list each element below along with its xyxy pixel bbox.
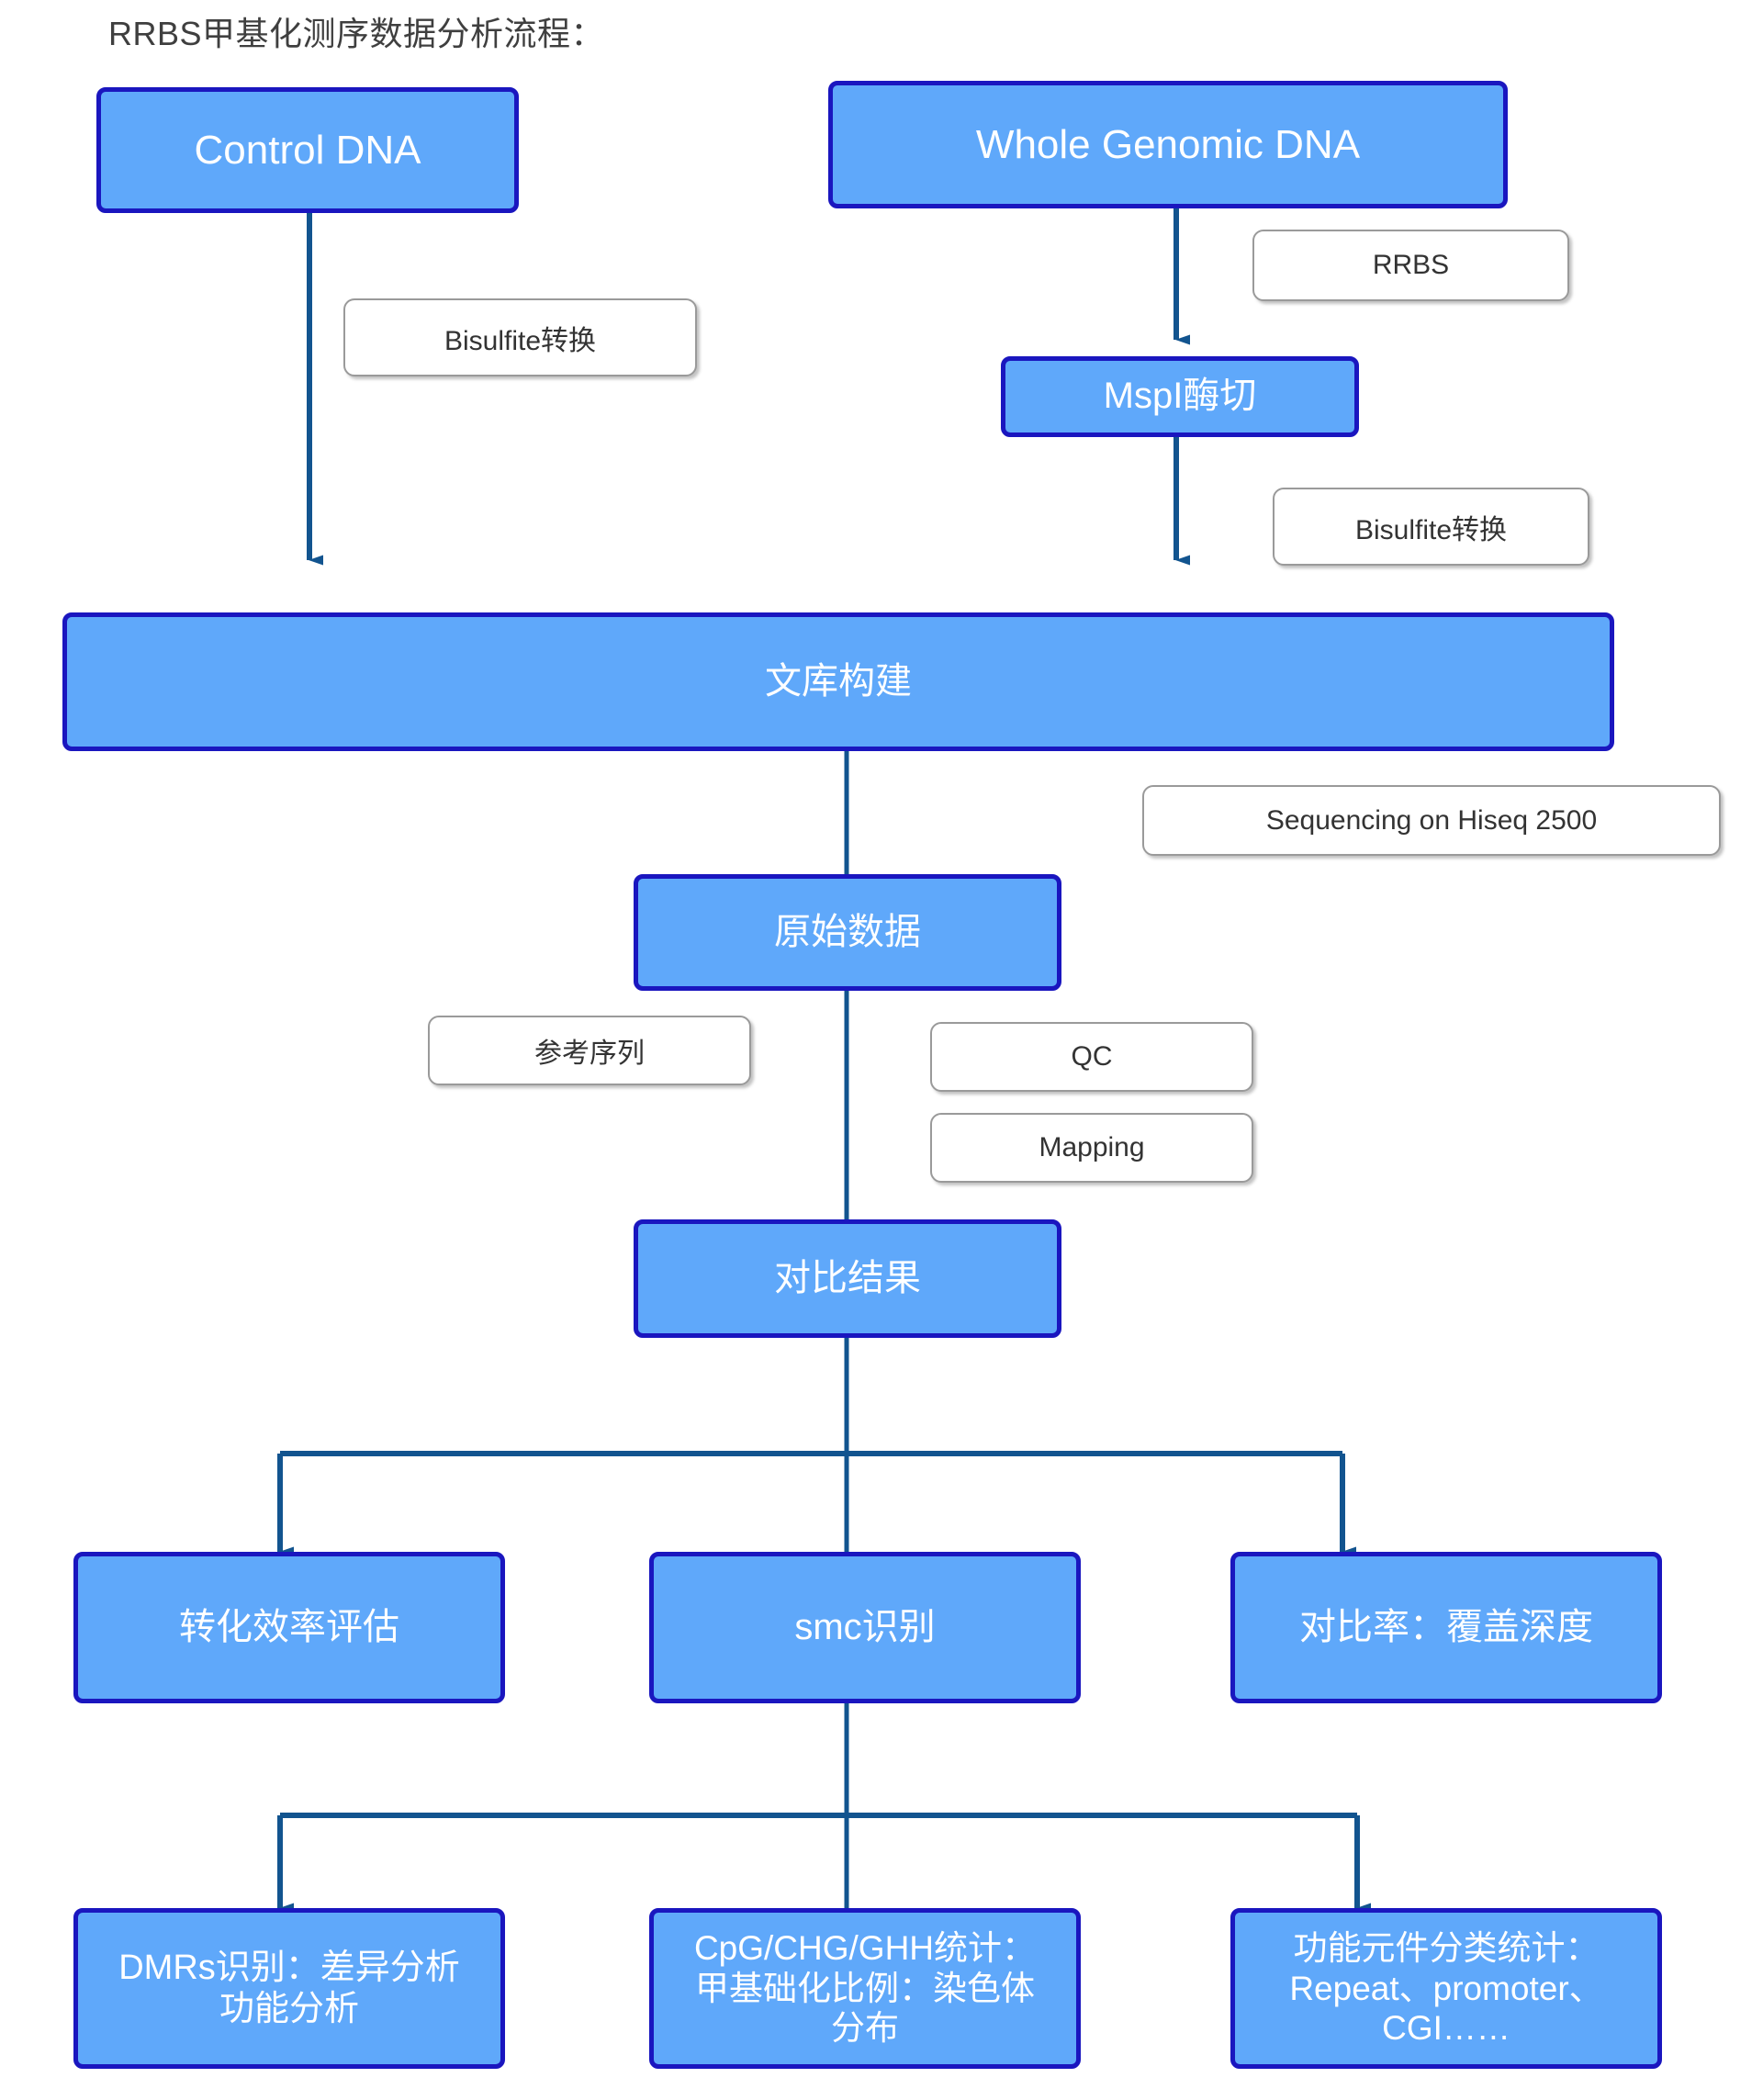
- node-cpg-statistics[interactable]: CpG/CHG/GHH统计： 甲基础化比例：染色体 分布: [649, 1908, 1081, 2069]
- callout-mapping[interactable]: Mapping: [930, 1113, 1253, 1183]
- callout-rrbs[interactable]: RRBS: [1252, 230, 1569, 301]
- callout-label: RRBS: [1372, 250, 1450, 280]
- node-mapping-rate-depth[interactable]: 对比率：覆盖深度: [1230, 1552, 1662, 1703]
- node-label-line-1: DMRs识别：差异分析: [118, 1948, 460, 1987]
- callout-reference-sequence[interactable]: 参考序列: [428, 1016, 751, 1085]
- node-label: 文库构建: [765, 660, 912, 702]
- node-label: 转化效率评估: [179, 1606, 399, 1647]
- node-conversion-efficiency[interactable]: 转化效率评估: [73, 1552, 505, 1703]
- node-label: 对比结果: [774, 1257, 921, 1298]
- node-label-line-3: 分布: [831, 2009, 899, 2048]
- node-label: Whole Genomic DNA: [975, 121, 1361, 167]
- callout-label: Mapping: [1039, 1132, 1145, 1162]
- node-smc-identification[interactable]: smc识别: [649, 1552, 1081, 1703]
- node-alignment-result[interactable]: 对比结果: [634, 1219, 1061, 1338]
- node-label-line-2: 甲基础化比例：染色体: [695, 1969, 1035, 2007]
- node-label-line-2: Repeat、promoter、: [1289, 1969, 1603, 2007]
- node-label: Control DNA: [194, 127, 421, 173]
- callout-sequencing-hiseq[interactable]: Sequencing on Hiseq 2500: [1142, 785, 1721, 856]
- node-control-dna[interactable]: Control DNA: [96, 87, 519, 213]
- callout-label: Sequencing on Hiseq 2500: [1265, 804, 1598, 836]
- node-label-line-1: CpG/CHG/GHH统计：: [693, 1929, 1037, 1968]
- callout-label: QC: [1071, 1041, 1113, 1072]
- node-label-line-3: CGI……: [1382, 2009, 1510, 2048]
- page-title: RRBS甲基化测序数据分析流程：: [108, 15, 605, 52]
- callout-label: Bisulfite转换: [444, 325, 597, 356]
- node-label: 原始数据: [774, 911, 921, 952]
- node-dmrs-identification[interactable]: DMRs识别：差异分析 功能分析: [73, 1908, 505, 2069]
- node-label: 对比率：覆盖深度: [1299, 1606, 1593, 1647]
- node-label: MspI酶切: [1103, 376, 1257, 417]
- node-label-line-2: 功能分析: [219, 1989, 359, 2028]
- callout-label: 参考序列: [534, 1039, 645, 1069]
- node-mspi-digestion[interactable]: MspI酶切: [1001, 356, 1359, 437]
- node-whole-genomic-dna[interactable]: Whole Genomic DNA: [828, 81, 1508, 208]
- node-label: smc识别: [794, 1606, 936, 1647]
- node-raw-data[interactable]: 原始数据: [634, 874, 1061, 991]
- callout-bisulfite-conversion-left[interactable]: Bisulfite转换: [343, 298, 697, 376]
- node-library-construction[interactable]: 文库构建: [62, 612, 1614, 751]
- node-label-line-1: 功能元件分类统计：: [1293, 1929, 1600, 1968]
- node-functional-element-statistics[interactable]: 功能元件分类统计： Repeat、promoter、 CGI……: [1230, 1908, 1662, 2069]
- callout-label: Bisulfite转换: [1354, 514, 1508, 545]
- callout-qc[interactable]: QC: [930, 1022, 1253, 1092]
- callout-bisulfite-conversion-right[interactable]: Bisulfite转换: [1273, 488, 1589, 566]
